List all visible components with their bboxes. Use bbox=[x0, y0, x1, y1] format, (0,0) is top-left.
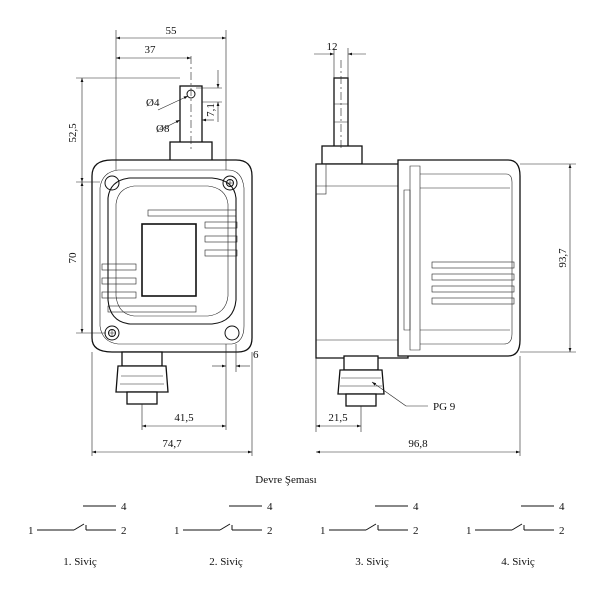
circuit-diagram: Devre Şeması 4 1 2 1. Siviç 4 1 2 2. Siviç 4 1 2 3.… bbox=[28, 474, 565, 568]
side-rear-body bbox=[315, 163, 409, 359]
dim-total-depth: 96,8 bbox=[408, 438, 428, 450]
dim-total-height: 93,7 bbox=[557, 248, 569, 268]
side-lid bbox=[397, 159, 521, 357]
terminal-2-label: 2 bbox=[413, 525, 419, 537]
terminal-4-label: 4 bbox=[267, 501, 273, 513]
dim-shaft-offset: 37 bbox=[145, 44, 157, 56]
switch-1: 4 1 2 1. Siviç bbox=[28, 501, 127, 568]
dim-total-width: 74,7 bbox=[162, 438, 182, 450]
contact-blade bbox=[511, 523, 523, 531]
dim-gland-offset: 41,5 bbox=[174, 412, 194, 424]
terminal-1-label: 1 bbox=[466, 525, 472, 537]
terminal-1-label: 1 bbox=[320, 525, 326, 537]
dim-mount-height: 70 bbox=[67, 252, 79, 264]
terminal-4-label: 4 bbox=[121, 501, 127, 513]
terminal-4-label: 4 bbox=[559, 501, 565, 513]
side-view bbox=[315, 60, 521, 407]
terminal-1-label: 1 bbox=[174, 525, 180, 537]
dim-side-gland-offset: 21,5 bbox=[328, 412, 348, 424]
front-window bbox=[141, 223, 197, 297]
dim-lid-offset: 6 bbox=[253, 349, 259, 361]
side-hub bbox=[321, 145, 363, 165]
dim-overall-width: 55 bbox=[166, 25, 178, 37]
switch-3: 4 1 2 3. Siviç bbox=[320, 501, 419, 568]
side-vents bbox=[431, 261, 515, 305]
terminal-2-label: 2 bbox=[121, 525, 127, 537]
switch-label: 2. Siviç bbox=[209, 556, 243, 568]
switch-label: 4. Siviç bbox=[501, 556, 535, 568]
dim-hole-offset: 7,1 bbox=[205, 103, 217, 117]
terminal-2-label: 2 bbox=[559, 525, 565, 537]
side-dimensions: 12 93,7 PG 9 21,5 96,8 bbox=[314, 41, 576, 456]
switch-4: 4 1 2 4. Siviç bbox=[466, 501, 565, 568]
contact-blade bbox=[219, 523, 231, 531]
terminal-1-label: 1 bbox=[28, 525, 34, 537]
switch-row: 4 1 2 1. Siviç 4 1 2 2. Siviç 4 1 2 3. Siviç 4 1 2 4. S… bbox=[28, 501, 565, 568]
front-vents bbox=[101, 209, 238, 313]
contact-blade bbox=[73, 523, 85, 531]
switch-label: 3. Siviç bbox=[355, 556, 389, 568]
circuit-title: Devre Şeması bbox=[255, 474, 316, 486]
dim-shaft-width: 12 bbox=[327, 41, 338, 53]
front-view bbox=[91, 56, 253, 405]
terminal-4-label: 4 bbox=[413, 501, 419, 513]
switch-2: 4 1 2 2. Siviç bbox=[174, 501, 273, 568]
dim-shaft-dia: Ø8 bbox=[156, 123, 170, 135]
dim-shaft-height: 52,5 bbox=[67, 123, 79, 143]
front-dimensions: 55 37 52,5 70 Ø4 Ø8 7,1 6 41,5 bbox=[67, 25, 259, 456]
contact-blade bbox=[365, 523, 377, 531]
side-cable-gland bbox=[337, 355, 385, 407]
front-cable-gland bbox=[115, 351, 169, 405]
switch-label: 1. Siviç bbox=[63, 556, 97, 568]
terminal-2-label: 2 bbox=[267, 525, 273, 537]
pg9-callout: PG 9 bbox=[433, 401, 456, 413]
corner-screws bbox=[104, 175, 240, 341]
dim-hole-dia: Ø4 bbox=[146, 97, 160, 109]
